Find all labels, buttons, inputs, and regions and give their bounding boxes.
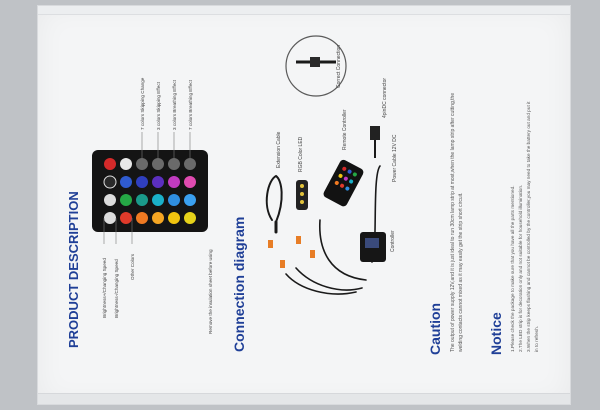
- mini-remote: [323, 159, 364, 207]
- caution-line-2: welding contacts cannot mixed as it may …: [458, 192, 464, 352]
- label-dc-connector: 4pinDC connector: [382, 78, 388, 118]
- notice-line-1: 1.Please check the package to make sure …: [510, 185, 515, 352]
- dc-connector: [370, 126, 380, 158]
- label-7-colors-skipping: 7 colors Skipping Change: [140, 77, 145, 130]
- remote-leader-lines: [103, 132, 191, 244]
- controller-box: [360, 232, 386, 262]
- caution-line-1: The output of power supply 12V,and it is…: [450, 93, 456, 352]
- remote-control-image: [92, 150, 208, 232]
- product-description-heading: PRODUCT DESCRIPTION: [66, 191, 81, 348]
- led-strip-reel: [296, 180, 308, 210]
- label-3-colors-breathing: 3 colors Breathing Effect: [172, 79, 177, 130]
- label-other-colors: Other Colors: [130, 253, 135, 280]
- notice-heading: Notice: [488, 312, 504, 355]
- caution-heading: Caution: [427, 303, 443, 355]
- label-extension-cable: Extension Cable: [276, 131, 282, 168]
- notice-line-4: in to refresh.: [534, 326, 539, 352]
- label-3-colors-skipping: 3 colors Skipping Effect: [156, 81, 161, 130]
- label-7-colors-breathing: 7 colors Breathing Effect: [188, 79, 193, 130]
- label-correct-connection: Correct Connection: [336, 45, 342, 88]
- label-remove-insulation: Remove the insulation sheet before using: [208, 249, 213, 334]
- label-brightness-down: Brightness-/Changing Speed: [114, 259, 119, 318]
- orange-connectors: [268, 236, 315, 268]
- correct-connection-callout: [285, 35, 347, 97]
- label-controller: Controller: [390, 230, 396, 252]
- connection-drawing: [265, 165, 381, 295]
- label-power-cable: Power Cable 12V DC: [392, 134, 398, 182]
- notice-line-2: 2.The LED strip is for decoration only a…: [518, 185, 523, 352]
- box-top-band: [38, 6, 570, 15]
- label-brightness-up: Brightness+/Changing Speed: [102, 258, 107, 318]
- box-bottom-band: [38, 393, 570, 404]
- connection-diagram-heading: Connection diagram: [231, 217, 247, 352]
- notice-line-3: 3.When the strip keeps flashing and cann…: [526, 101, 531, 352]
- label-rgb-led: RGB Color LED: [298, 136, 304, 172]
- label-remote-controller: Remote Controller: [342, 109, 348, 150]
